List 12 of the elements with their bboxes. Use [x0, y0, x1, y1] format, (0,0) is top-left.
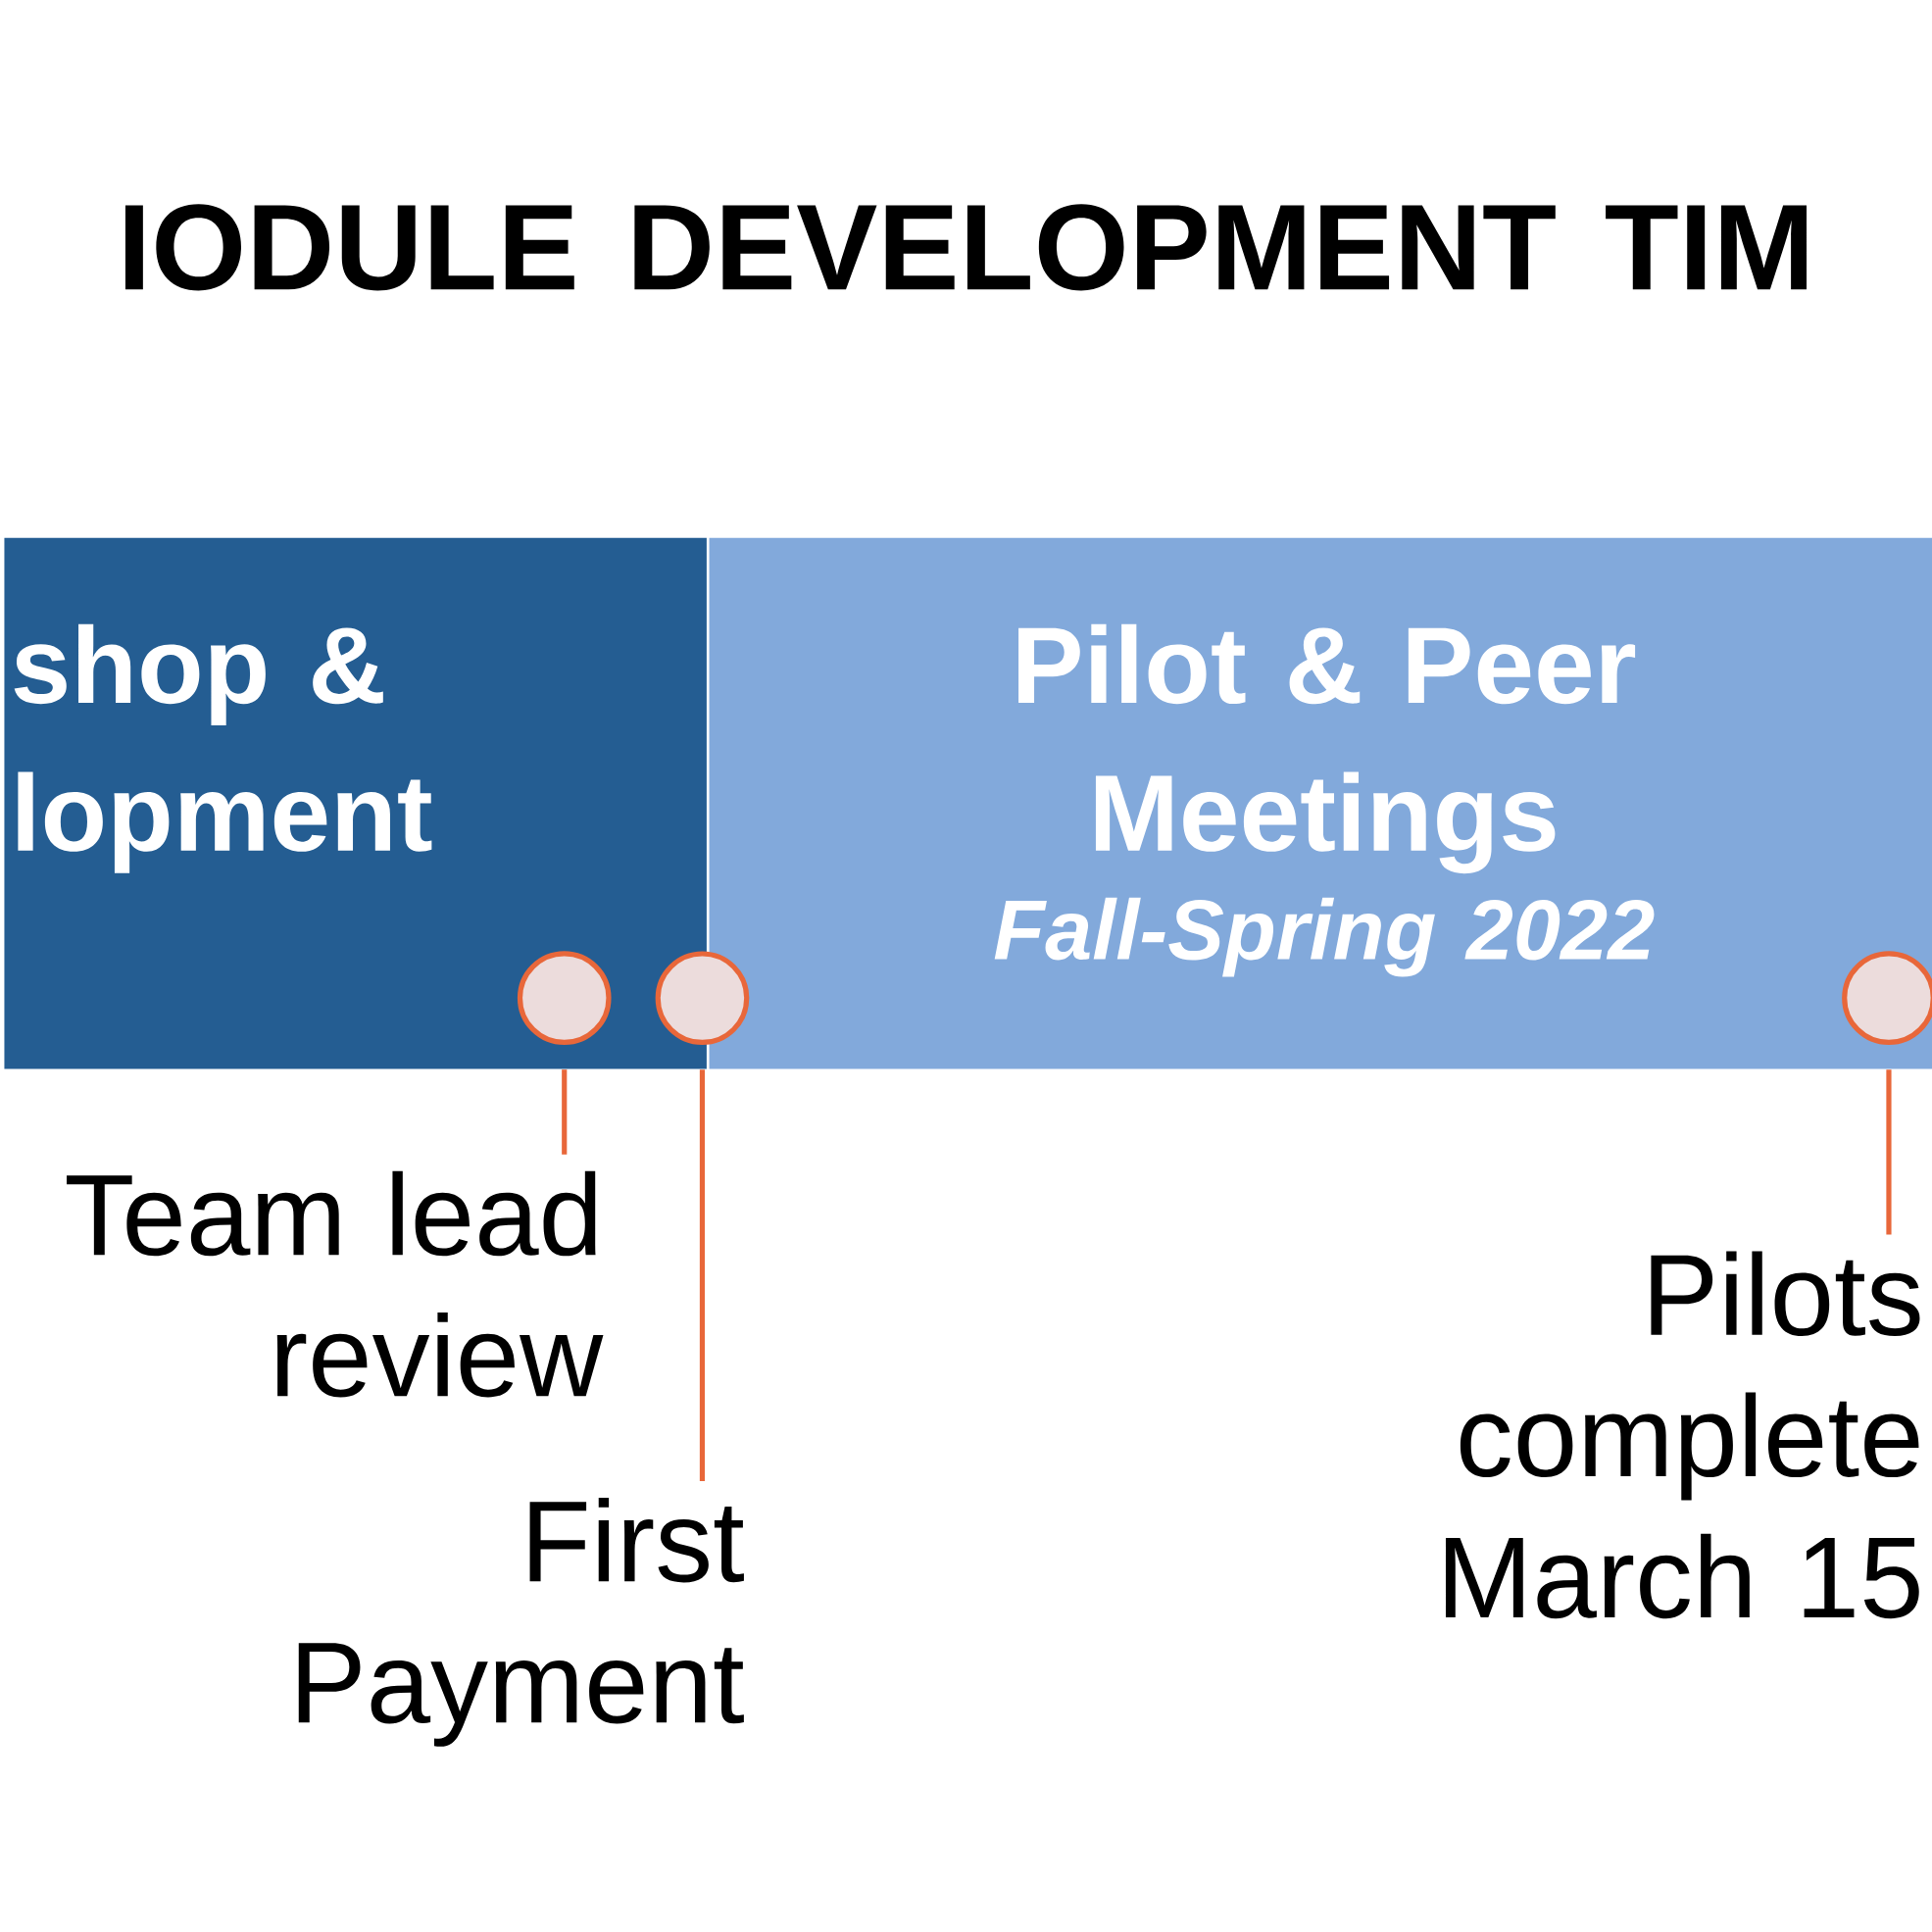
leader-line: [1886, 1069, 1892, 1235]
leader-line: [562, 1069, 568, 1155]
phase-band: shop & lopment: [4, 537, 707, 1069]
phase-band: Pilot & Peer Meetings Fall-Spring 2022: [709, 537, 1932, 1069]
milestone-marker: [655, 951, 750, 1046]
leader-line: [699, 1069, 706, 1481]
title: IODULE DEVELOPMENT TIM: [124, 204, 1808, 291]
milestone-label: Pilots complete March 15: [1446, 1251, 1920, 1619]
milestone-label: First Payment: [298, 1497, 744, 1747]
milestone-label: Team lead review: [67, 1170, 604, 1398]
milestone-marker: [1842, 951, 1932, 1045]
milestone-marker: [517, 951, 612, 1045]
